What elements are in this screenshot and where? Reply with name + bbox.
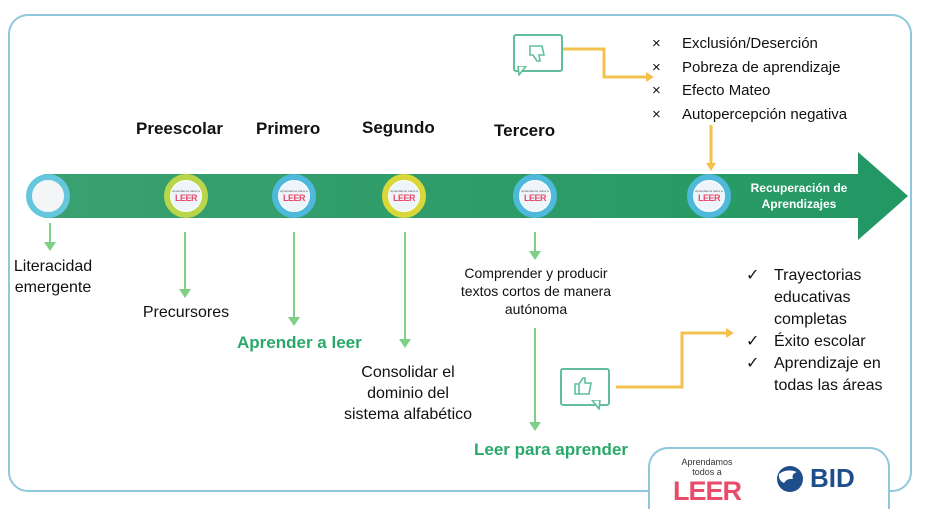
down-arrow-precursores (179, 232, 191, 298)
positive-outcome-item: ✓Aprendizaje en todas las áreas (746, 355, 883, 394)
down-arrow-literacidad (44, 223, 56, 251)
positive-outcomes-list: ✓Trayectorias educativas completas ✓Éxit… (746, 265, 906, 397)
milestone-precursores: Precursores (142, 304, 230, 321)
thumbs-up-bubble (560, 368, 610, 406)
stage-label-segundo: Segundo (362, 118, 435, 137)
positive-outcome-item: ✓Trayectorias educativas completas (746, 267, 862, 328)
stage-label-tercero: Tercero (494, 121, 556, 140)
negative-outcome-item: ×Pobreza de aprendizaje (652, 58, 841, 76)
down-arrow-leer-aprender (529, 328, 541, 431)
milestone-aprender-leer: Aprender a leer (237, 333, 362, 352)
thumbs-down-icon (529, 45, 545, 62)
negative-outcome-item: ×Exclusión/Deserción (652, 35, 818, 52)
milestone-literacidad: Literacidad emergente (13, 258, 93, 296)
bid-globe-icon (777, 465, 803, 492)
milestone-consolidar: Consolidar el dominio del sistema alfabé… (343, 364, 473, 423)
negative-outcome-item: ×Autopercepción negativa (652, 105, 848, 123)
milestone-leer-aprender: Leer para aprender (474, 440, 629, 459)
diagram-frame (8, 14, 912, 492)
tercero-stem (529, 232, 541, 260)
stage-label-preescolar: Preescolar (136, 119, 223, 138)
recovery-label-line2: Aprendizajes (761, 197, 837, 211)
recovery-label-line1: Recuperación de (750, 181, 848, 195)
negative-outcome-item: ×Efecto Mateo (652, 82, 771, 99)
down-arrow-consolidar (399, 232, 411, 348)
start-node (26, 174, 70, 218)
negative-outcomes-list: ×Exclusión/Deserción ×Pobreza de aprendi… (652, 32, 847, 126)
positive-outcome-item: ✓Éxito escolar (746, 333, 866, 350)
milestone-comprender: Comprender y producir textos cortos de m… (460, 265, 612, 317)
bid-logo-text: BID (810, 463, 855, 493)
negative-connector (562, 47, 646, 79)
thumbs-up-bubble-tail (590, 400, 601, 410)
thumbs-up-icon (574, 377, 592, 395)
down-arrow-aprender-leer (288, 232, 300, 326)
program-logo-large: Aprendamos todos a LEER (672, 457, 742, 506)
thumbs-down-bubble-tail (517, 66, 528, 76)
stage-label-primero: Primero (256, 119, 321, 138)
positive-connector (616, 331, 726, 389)
logos-panel: Aprendamos todos a LEER BID (648, 447, 890, 509)
bid-logo: BID (774, 463, 855, 494)
recovery-label: Recuperación de Aprendizajes (737, 180, 861, 212)
